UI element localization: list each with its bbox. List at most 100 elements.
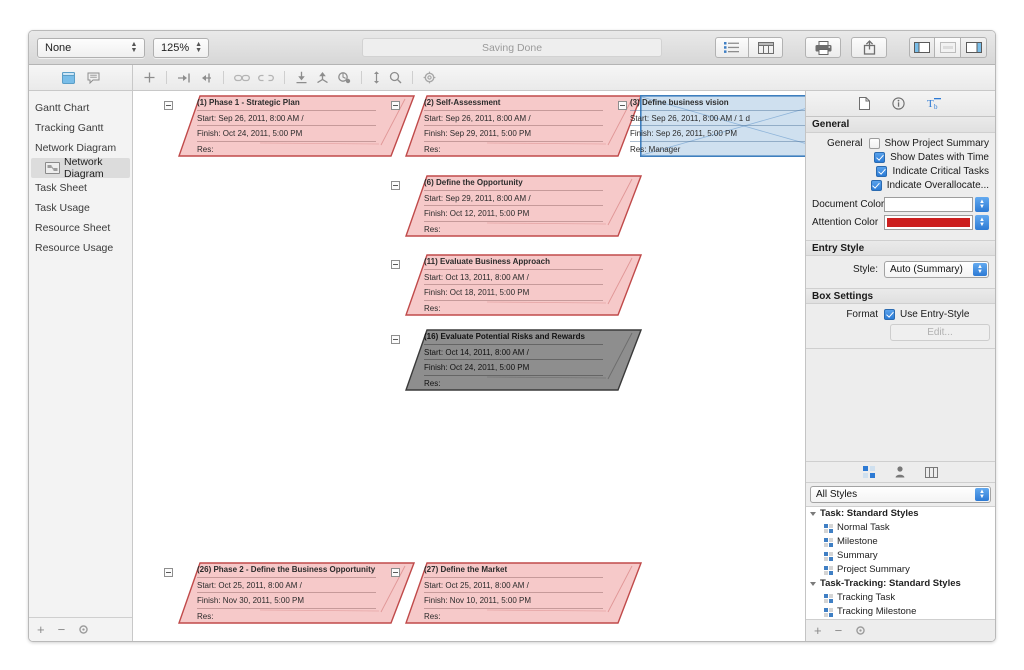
sidebar-item-network-diagram-selected[interactable]: Network Diagram — [31, 156, 130, 180]
columns-icon[interactable] — [925, 466, 938, 478]
task-node-title: (11) Evaluate Business Approach — [424, 254, 611, 270]
canvas-tools — [133, 71, 436, 84]
add-icon[interactable]: + — [814, 623, 822, 638]
outdent-icon[interactable] — [199, 72, 213, 84]
style-list-item[interactable]: Tracking Task — [806, 591, 995, 605]
share-button[interactable] — [851, 37, 887, 58]
collapse-toggle[interactable] — [391, 101, 400, 110]
toolbar-right-group — [715, 37, 987, 58]
resource-person-icon[interactable] — [895, 466, 905, 478]
document-color-stepper-icon[interactable]: ▲▼ — [975, 197, 989, 212]
task-node-text: (16) Evaluate Potential Risks and Reward… — [418, 329, 617, 391]
document-icon[interactable] — [859, 97, 870, 110]
styles-group-header[interactable]: Task: Standard Styles — [806, 507, 995, 521]
right-panel-toggle[interactable] — [961, 37, 987, 58]
style-list-item[interactable]: Normal Task — [806, 521, 995, 535]
show-project-summary-checkbox[interactable] — [868, 138, 880, 149]
export-icon[interactable] — [316, 71, 329, 84]
settings-icon[interactable] — [423, 71, 436, 84]
attention-color-swatch[interactable] — [884, 215, 973, 230]
sidebar-item-network-diagram[interactable]: Network Diagram — [29, 138, 132, 158]
use-entry-style-checkbox[interactable] — [884, 309, 895, 320]
remove-icon[interactable]: − — [834, 623, 843, 638]
zoom-popup[interactable]: 125% ▲▼ — [153, 37, 209, 58]
collapse-toggle[interactable] — [391, 181, 400, 190]
styles-group-header[interactable]: Task-Tracking: Standard Styles — [806, 577, 995, 591]
style-list-item[interactable]: Milestone — [806, 535, 995, 549]
entry-style-select[interactable]: Auto (Summary) ▲▼ — [884, 261, 989, 278]
styles-filter-select[interactable]: All Styles ▲▼ — [810, 486, 991, 503]
indicate-overallocated-checkbox[interactable] — [870, 180, 882, 191]
style-list-item[interactable]: Summary — [806, 549, 995, 563]
left-panel-toggle[interactable] — [909, 37, 935, 58]
gear-icon[interactable] — [855, 625, 866, 636]
collapse-toggle[interactable] — [391, 568, 400, 577]
styles-icon[interactable] — [863, 466, 875, 478]
document-color-row: Document Color ▲▼ — [812, 197, 989, 212]
show-dates-with-time-checkbox[interactable] — [874, 152, 886, 163]
link-icon[interactable] — [234, 73, 250, 83]
status-field: Saving Done — [362, 38, 662, 57]
resource-icon[interactable] — [337, 71, 351, 84]
search-icon[interactable] — [389, 71, 402, 84]
outline-view-button[interactable] — [715, 37, 749, 58]
style-swatch-icon — [824, 551, 833, 561]
indicate-critical-tasks-checkbox[interactable] — [876, 166, 888, 177]
sidebar-item-resource-sheet[interactable]: Resource Sheet — [29, 218, 132, 238]
collapse-toggle[interactable] — [391, 335, 400, 344]
sidebar-item-tracking-gantt[interactable]: Tracking Gantt — [29, 118, 132, 138]
attention-color-stepper-icon[interactable]: ▲▼ — [975, 215, 989, 230]
task-node[interactable]: (26) Phase 2 - Define the Business Oppor… — [164, 562, 415, 624]
style-list-item[interactable]: Project Summary — [806, 563, 995, 577]
document-color-swatch[interactable] — [884, 197, 973, 212]
remove-icon[interactable]: − — [57, 622, 66, 637]
gear-icon[interactable] — [78, 624, 89, 635]
task-node[interactable]: (16) Evaluate Potential Risks and Reward… — [391, 329, 642, 391]
add-icon[interactable]: + — [37, 622, 45, 637]
collapse-toggle[interactable] — [391, 260, 400, 269]
style-list-item[interactable]: Tracking Milestone — [806, 605, 995, 619]
center-panel-toggle[interactable] — [935, 37, 961, 58]
unlink-icon[interactable] — [258, 73, 274, 83]
attention-color-well[interactable]: ▲▼ — [884, 215, 989, 230]
chevron-down-icon[interactable] — [810, 582, 816, 586]
print-button[interactable] — [805, 37, 841, 58]
sidebar-item-task-sheet[interactable]: Task Sheet — [29, 178, 132, 198]
task-node-finish: Finish: Nov 30, 2011, 5:00 PM — [197, 593, 384, 609]
chevron-down-icon[interactable] — [810, 512, 816, 516]
styles-filter-wrap: All Styles ▲▼ — [806, 483, 995, 506]
collapse-toggle[interactable] — [618, 101, 627, 110]
indent-icon[interactable] — [177, 72, 191, 84]
collapse-toggle[interactable] — [164, 101, 173, 110]
task-node-title: (16) Evaluate Potential Risks and Reward… — [424, 329, 611, 345]
task-node-shape — [405, 562, 642, 624]
collapse-toggle[interactable] — [164, 568, 173, 577]
document-color-well[interactable]: ▲▼ — [884, 197, 989, 212]
sidebar-item-task-usage[interactable]: Task Usage — [29, 198, 132, 218]
table-view-button[interactable] — [749, 37, 783, 58]
divider — [412, 71, 413, 84]
main-body: Gantt Chart Tracking Gantt Network Diagr… — [29, 91, 995, 641]
sidebar-item-gantt-chart[interactable]: Gantt Chart — [29, 98, 132, 118]
note-icon[interactable] — [87, 72, 100, 84]
calendar-icon[interactable] — [61, 71, 75, 84]
level-icon[interactable] — [372, 71, 381, 84]
table-icon — [757, 41, 774, 54]
import-icon[interactable] — [295, 71, 308, 84]
task-node-finish: Finish: Sep 29, 2011, 5:00 PM — [424, 126, 611, 142]
info-icon[interactable] — [892, 97, 905, 110]
add-task-icon[interactable] — [143, 71, 156, 84]
filter-popup[interactable]: None ▲▼ — [37, 37, 145, 58]
sidebar-item-resource-usage[interactable]: Resource Usage — [29, 238, 132, 258]
edit-box-button[interactable]: Edit... — [890, 324, 990, 341]
